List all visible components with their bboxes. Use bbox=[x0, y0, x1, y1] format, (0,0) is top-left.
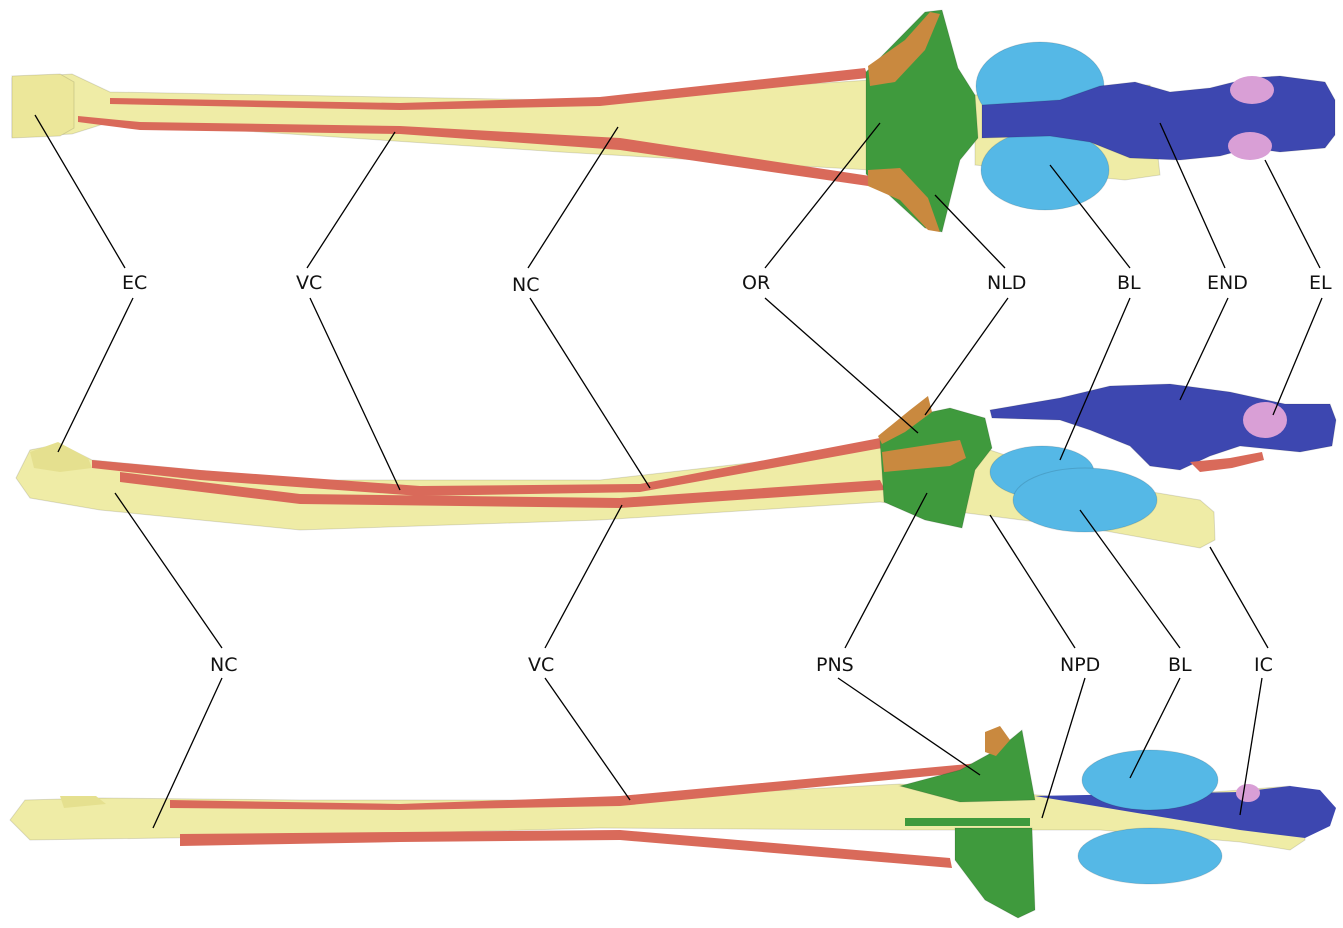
bottom-view-specimen bbox=[10, 726, 1336, 918]
label-pns: PNS bbox=[816, 654, 854, 676]
leader-vc-top bbox=[307, 132, 395, 268]
label-vc: VC bbox=[296, 272, 322, 294]
label-or: OR bbox=[742, 272, 770, 294]
leader-nld-mid bbox=[925, 298, 1008, 415]
leader-el-mid bbox=[1273, 298, 1322, 415]
leader-or-mid bbox=[765, 298, 918, 433]
label-nc-lower: NC bbox=[210, 654, 237, 676]
bottom-npd-groove bbox=[905, 818, 1030, 826]
label-bl: BL bbox=[1117, 272, 1141, 294]
leader-ic-mid bbox=[1210, 547, 1268, 648]
bottom-vessel-lower bbox=[180, 830, 952, 868]
leader-pns-mid bbox=[845, 493, 927, 648]
label-nc: NC bbox=[512, 274, 539, 296]
bottom-ear bbox=[1236, 784, 1260, 802]
label-vc-lower: VC bbox=[528, 654, 554, 676]
leader-vc-mid-lower bbox=[545, 505, 622, 648]
bottom-brain-lobe-lower bbox=[1078, 828, 1222, 884]
leader-nc-mid bbox=[530, 298, 650, 488]
top-view-specimen bbox=[12, 10, 1335, 232]
bottom-green-structure-lower bbox=[955, 828, 1035, 918]
leader-ec-mid bbox=[58, 298, 133, 452]
leader-el-top bbox=[1265, 160, 1320, 268]
leader-end-mid bbox=[1180, 298, 1228, 400]
leader-nld-top bbox=[935, 195, 1005, 268]
label-ec: EC bbox=[122, 272, 147, 294]
middle-brain-lobe-lower bbox=[1013, 468, 1157, 532]
middle-ear bbox=[1243, 402, 1287, 438]
labels-top-row: EC VC NC OR NLD BL END EL bbox=[114, 270, 1340, 296]
label-nld: NLD bbox=[987, 272, 1026, 294]
leader-ec-top bbox=[35, 115, 125, 268]
label-end: END bbox=[1207, 272, 1248, 294]
leader-vc-mid bbox=[310, 298, 400, 490]
label-el: EL bbox=[1309, 272, 1332, 294]
leader-vc-bottom bbox=[545, 678, 630, 800]
label-bl-lower: BL bbox=[1168, 654, 1192, 676]
label-npd: NPD bbox=[1060, 654, 1100, 676]
middle-view-specimen bbox=[16, 384, 1336, 548]
bottom-brain-lobe-upper bbox=[1082, 750, 1218, 810]
label-ic: IC bbox=[1254, 654, 1273, 676]
leader-pns-bottom bbox=[838, 678, 980, 775]
top-ear-upper bbox=[1230, 76, 1274, 104]
top-ear-lower bbox=[1228, 132, 1272, 160]
leader-npd-mid bbox=[990, 515, 1075, 648]
labels-bottom-row: NC VC PNS NPD BL IC bbox=[208, 652, 1281, 676]
